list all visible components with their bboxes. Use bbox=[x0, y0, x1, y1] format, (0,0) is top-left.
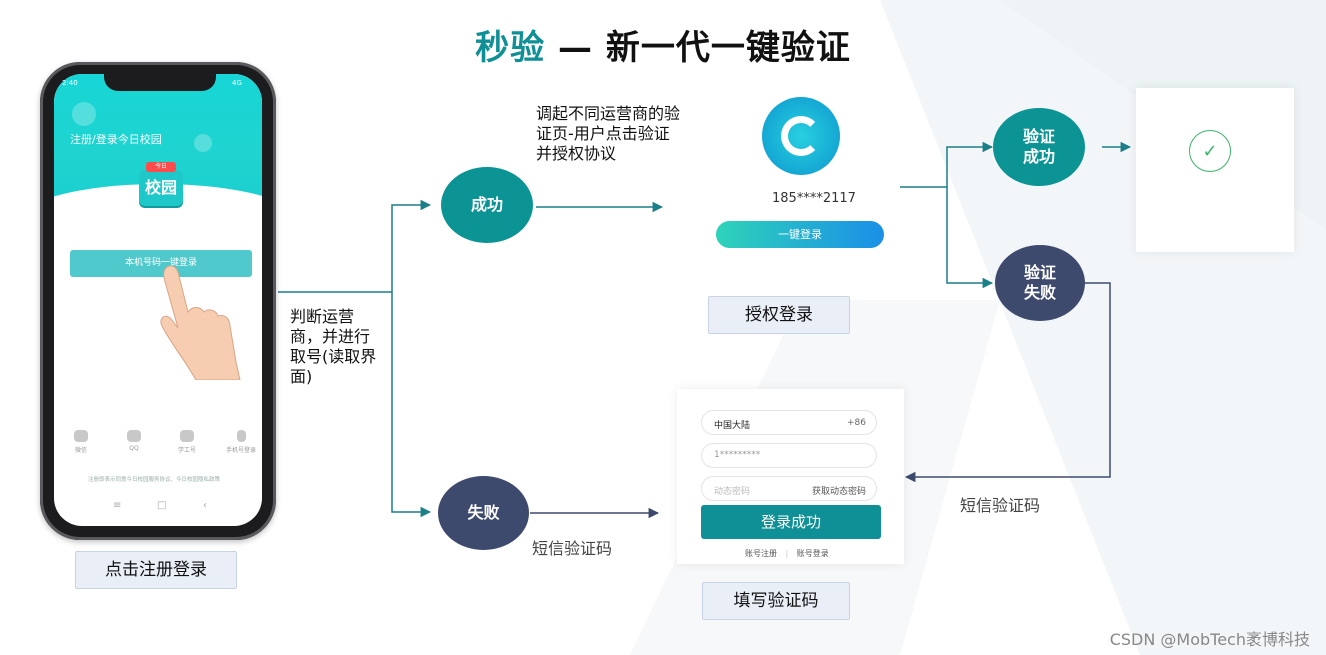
node-text: 失败 bbox=[1023, 283, 1056, 302]
note-line: 调起不同运营商的验 bbox=[536, 104, 681, 123]
title-rest: — 新一代一键验证 bbox=[545, 28, 851, 68]
link-divider: | bbox=[785, 549, 789, 558]
social-label: 学工号 bbox=[177, 447, 196, 454]
auth-onekey-button[interactable]: 一键登录 bbox=[716, 221, 884, 248]
phone-input-value: 1********* bbox=[714, 450, 761, 460]
note-judge-carrier: 判断运营 商，并进行 取号(读取界 面) bbox=[290, 307, 376, 387]
link-login[interactable]: 账号登录 bbox=[796, 549, 829, 558]
auth-masked-phone: 185****2117 bbox=[772, 191, 856, 206]
mobile-icon bbox=[236, 430, 246, 442]
bubble-decoration bbox=[72, 102, 96, 126]
agreement-text: 注册即表示同意今日校园服务协议、今日校园隐私政策 bbox=[88, 477, 221, 483]
label-auth-login: 授权登录 bbox=[708, 296, 850, 334]
note-sms-code-left: 短信验证码 bbox=[532, 539, 613, 558]
page-title: 秒验 — 新一代一键验证 bbox=[0, 20, 1326, 69]
phone-to-branch-connector bbox=[278, 199, 432, 518]
building-icon bbox=[180, 430, 194, 442]
status-signal: 4G bbox=[232, 79, 242, 87]
node-success: 成功 bbox=[441, 167, 533, 243]
note-line: 判断运营 bbox=[290, 307, 355, 326]
watermark: CSDN @MobTech袤博科技 bbox=[1109, 630, 1310, 649]
note-line: 商，并进行 bbox=[290, 327, 371, 346]
sms-submit-button[interactable]: 登录成功 bbox=[701, 505, 881, 539]
auth-to-result-connector bbox=[900, 141, 994, 289]
node-text: 验证 bbox=[1022, 127, 1055, 146]
social-wechat[interactable]: 微信 bbox=[67, 430, 95, 454]
social-label: 微信 bbox=[74, 447, 87, 454]
app-logo-tag: 今日 bbox=[146, 162, 176, 172]
phone-input[interactable]: 1********* bbox=[701, 443, 877, 468]
sms-links: 账号注册 | 账号登录 bbox=[745, 548, 829, 559]
social-qq[interactable]: QQ bbox=[120, 430, 148, 452]
node-text: 成功 bbox=[1022, 147, 1055, 166]
note-invoke-auth: 调起不同运营商的验 证页-用户点击验证 并授权协议 bbox=[536, 104, 680, 164]
social-student-id[interactable]: 学工号 bbox=[173, 430, 201, 454]
node-fail: 失败 bbox=[438, 476, 529, 550]
region-code: +86 bbox=[847, 418, 866, 428]
nav-home-icon[interactable]: □ bbox=[157, 500, 167, 511]
social-label: 手机号登录 bbox=[225, 447, 256, 454]
label-click-register: 点击注册登录 bbox=[75, 551, 237, 589]
screen-header-text: 注册/登录今日校园 bbox=[70, 133, 162, 146]
app-logo: 校园 bbox=[139, 170, 183, 206]
title-accent: 秒验 bbox=[475, 28, 546, 68]
check-icon: ✓ bbox=[1189, 130, 1231, 172]
note-line: 取号(读取界 bbox=[290, 347, 377, 366]
region-select[interactable]: 中国大陆 +86 bbox=[701, 410, 877, 435]
sms-login-card: 中国大陆 +86 1********* 动态密码 获取动态密码 登录成功 账号注… bbox=[677, 389, 904, 564]
social-phone-login[interactable]: 手机号登录 bbox=[224, 430, 258, 454]
wechat-icon bbox=[74, 430, 88, 442]
onekey-login-button[interactable]: 本机号码一键登录 bbox=[70, 250, 252, 277]
nav-back-icon[interactable]: ‹ bbox=[203, 500, 207, 511]
note-sms-code-right: 短信验证码 bbox=[960, 496, 1041, 515]
nav-menu-icon[interactable]: ≡ bbox=[113, 500, 122, 511]
note-line: 证页-用户点击验证 bbox=[536, 124, 670, 143]
auth-app-icon bbox=[762, 97, 840, 175]
verify-fail-to-sms-arrow bbox=[904, 282, 1111, 483]
node-verify-success: 验证 成功 bbox=[993, 108, 1085, 186]
social-label: QQ bbox=[129, 445, 139, 452]
node-text: 验证 bbox=[1023, 263, 1056, 282]
bubble-decoration bbox=[194, 134, 212, 152]
label-fill-code: 填写验证码 bbox=[702, 582, 850, 620]
status-time: 2:40 bbox=[62, 79, 78, 87]
phone-notch bbox=[104, 71, 216, 91]
link-register[interactable]: 账号注册 bbox=[745, 549, 777, 558]
region-label: 中国大陆 bbox=[714, 421, 751, 431]
code-input[interactable]: 动态密码 获取动态密码 bbox=[701, 476, 877, 501]
note-line: 并授权协议 bbox=[536, 144, 617, 163]
note-line: 面) bbox=[290, 367, 313, 386]
get-code-button[interactable]: 获取动态密码 bbox=[811, 487, 866, 497]
code-placeholder: 动态密码 bbox=[714, 487, 751, 497]
node-verify-fail: 验证 失败 bbox=[995, 245, 1085, 321]
qq-icon bbox=[127, 430, 141, 442]
success-result-card: ✓ bbox=[1136, 88, 1294, 252]
hand-pointer-icon bbox=[160, 265, 241, 380]
